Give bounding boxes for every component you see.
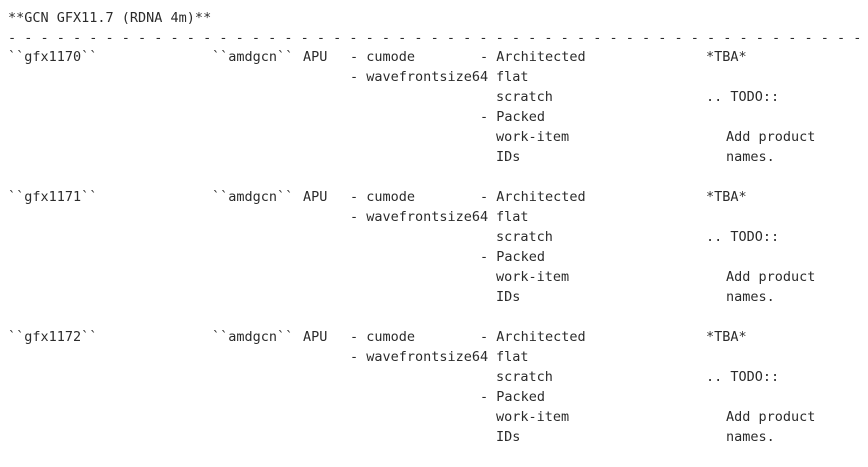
row-feature-cumode: - cumode (350, 189, 416, 205)
row-target-name: ``gfx1170`` (8, 49, 98, 65)
row-feature-wavefront: - wavefrontsize64 (350, 69, 489, 85)
row-addr-work-item: work-item (496, 269, 570, 285)
row-addr-work-item: work-item (496, 409, 570, 425)
row-product-todo: .. TODO:: (706, 89, 780, 105)
table-row: ``gfx1170`` ``amdgcn`` APU - cumode - wa… (0, 47, 868, 187)
row-product-kind: APU (303, 189, 328, 205)
separator-dashes: - - - - - - - - - - - - - - - - - - - - … (8, 30, 868, 46)
row-target-triple: ``amdgcn`` (212, 189, 294, 205)
row-product-kind: APU (303, 49, 328, 65)
row-addr-flat: flat (496, 209, 529, 225)
row-target-name: ``gfx1171`` (8, 189, 98, 205)
row-product-tba: *TBA* (706, 329, 747, 345)
row-addr-scratch: scratch (496, 369, 553, 385)
row-product-kind: APU (303, 329, 328, 345)
row-feature-wavefront: - wavefrontsize64 (350, 209, 489, 225)
row-addr-packed: - Packed (480, 389, 546, 405)
row-product-todo-line1: Add product (726, 269, 816, 285)
row-product-tba: *TBA* (706, 189, 747, 205)
row-addr-work-item: work-item (496, 129, 570, 145)
row-target-triple: ``amdgcn`` (212, 49, 294, 65)
section-heading: **GCN GFX11.7 (RDNA 4m)** (8, 10, 212, 26)
row-addr-ids: IDs (496, 429, 521, 445)
row-product-todo-line1: Add product (726, 409, 816, 425)
row-addr-scratch: scratch (496, 89, 553, 105)
row-addr-flat: flat (496, 349, 529, 365)
row-addr-scratch: scratch (496, 229, 553, 245)
row-addr-architected: - Architected (480, 49, 586, 65)
row-product-todo-line2: names. (726, 429, 775, 445)
table-row: ``gfx1171`` ``amdgcn`` APU - cumode - wa… (0, 187, 868, 327)
row-product-tba: *TBA* (706, 49, 747, 65)
row-addr-ids: IDs (496, 289, 521, 305)
row-feature-cumode: - cumode (350, 49, 416, 65)
row-target-triple: ``amdgcn`` (212, 329, 294, 345)
row-product-todo: .. TODO:: (706, 369, 780, 385)
row-addr-packed: - Packed (480, 109, 546, 125)
table-separator-rule: - - - - - - - - - - - - - - - - - - - - … (8, 28, 868, 48)
table-row: ``gfx1172`` ``amdgcn`` APU - cumode - wa… (0, 327, 868, 467)
row-feature-wavefront: - wavefrontsize64 (350, 349, 489, 365)
row-product-todo-line2: names. (726, 149, 775, 165)
row-addr-architected: - Architected (480, 189, 586, 205)
row-product-todo-line2: names. (726, 289, 775, 305)
row-product-todo-line1: Add product (726, 129, 816, 145)
row-target-name: ``gfx1172`` (8, 329, 98, 345)
row-addr-ids: IDs (496, 149, 521, 165)
row-addr-flat: flat (496, 69, 529, 85)
row-addr-architected: - Architected (480, 329, 586, 345)
row-product-todo: .. TODO:: (706, 229, 780, 245)
row-addr-packed: - Packed (480, 249, 546, 265)
row-feature-cumode: - cumode (350, 329, 416, 345)
